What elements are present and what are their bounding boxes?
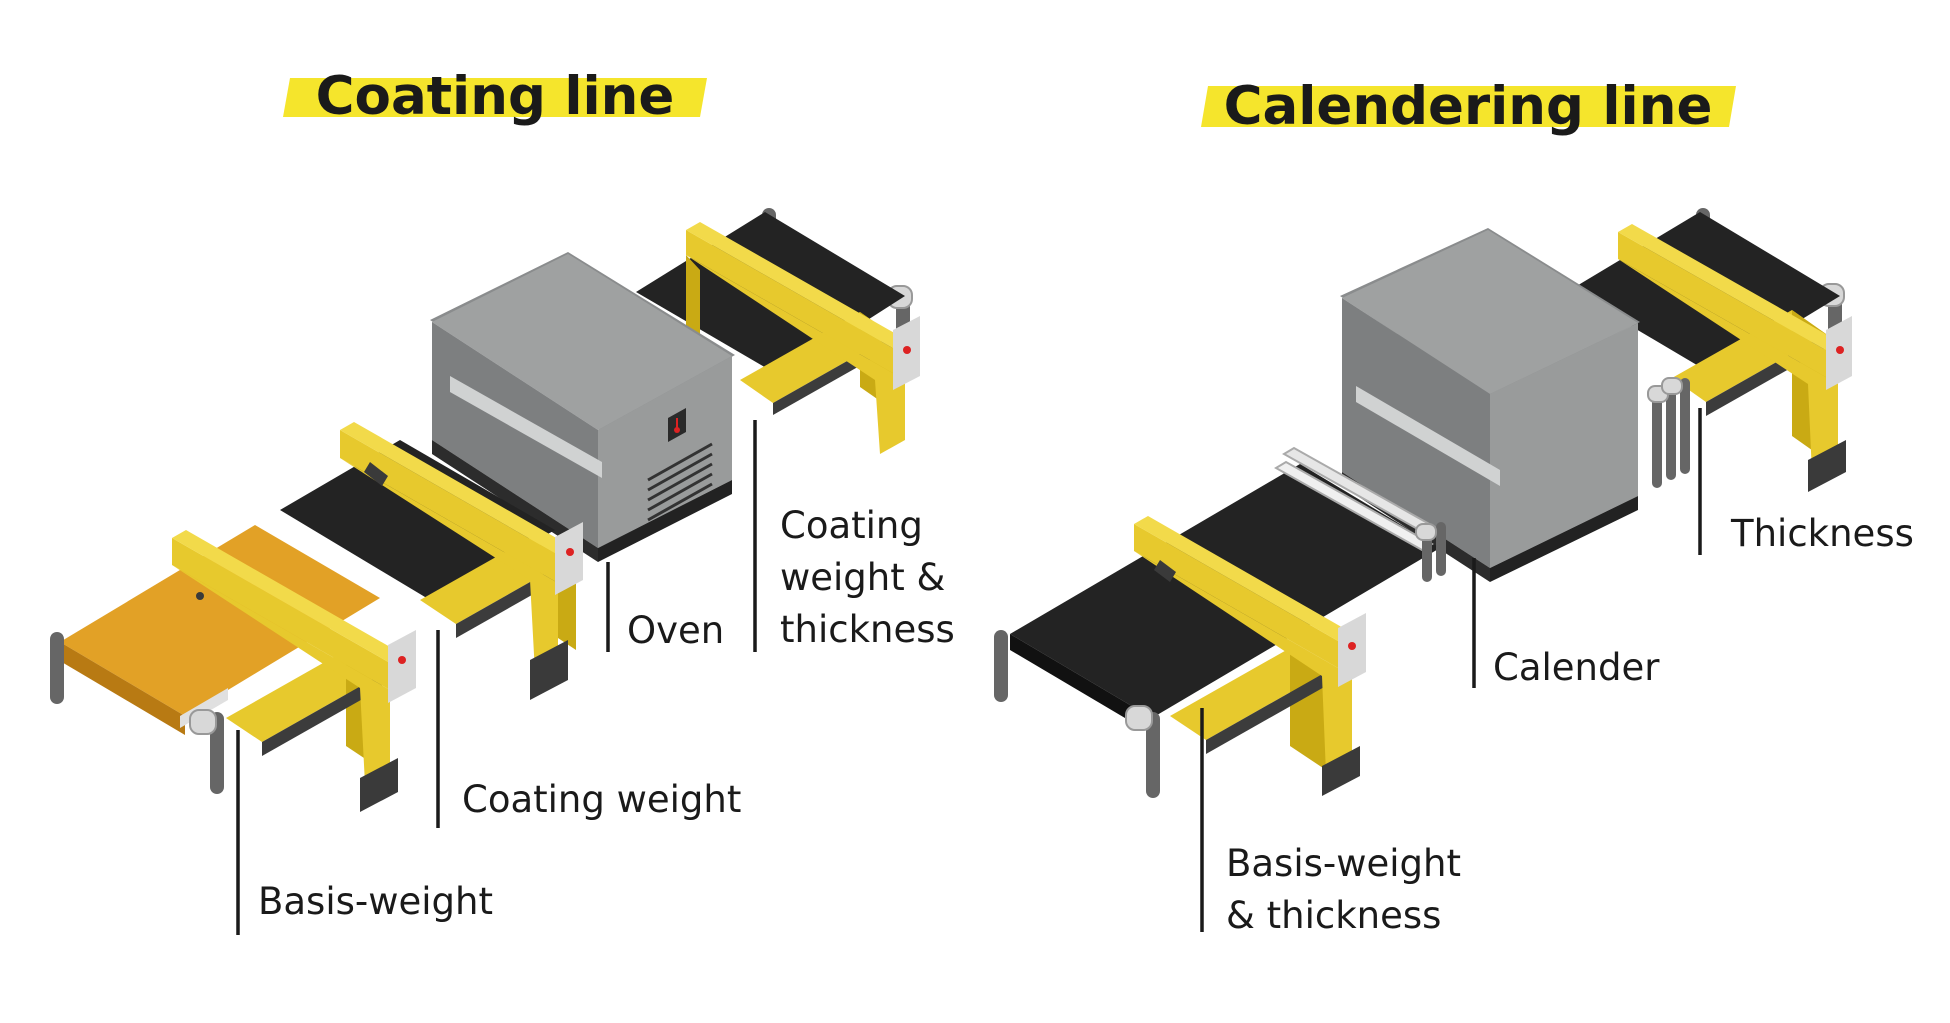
basis-weight-thickness-label-line-1: Basis-weight: [1226, 842, 1461, 885]
calender-label: Calender: [1493, 646, 1660, 689]
basis-weight-thickness-gauge: [1134, 516, 1366, 796]
oven-label: Oven: [627, 609, 724, 652]
coating-weight-thickness-label-line-1: Coating: [780, 504, 923, 547]
coating-weight-gauge: [340, 422, 583, 700]
calendering-front-roller: [994, 630, 1160, 798]
calendering-title-highlight: [1201, 86, 1736, 127]
thermometer-icon: [668, 408, 686, 442]
calendering-line-illustration: [994, 208, 1852, 798]
basis-weight-thickness-label-line-2: & thickness: [1226, 894, 1441, 937]
calender-rollers: [1274, 446, 1446, 582]
basis-weight-label: Basis-weight: [258, 880, 493, 923]
coating-belt-coated: [60, 525, 380, 716]
thickness-label: Thickness: [1730, 512, 1914, 555]
calender: [1340, 228, 1640, 582]
coating-belt-middle: [280, 440, 555, 600]
thickness-gauge: [1618, 224, 1852, 492]
coating-front-roller: [50, 632, 224, 794]
oven-vent-icon: [647, 442, 713, 522]
coating-title-highlight: [283, 78, 707, 117]
coating-line-illustration: [50, 208, 920, 812]
coating-line-title: Coating line: [316, 66, 675, 127]
basis-weight-gauge: [172, 530, 416, 812]
coating-weight-label: Coating weight: [462, 778, 741, 821]
coating-weight-thickness-gauge: [686, 222, 920, 454]
coating-weight-thickness-label-line-2: weight &: [780, 556, 945, 599]
oven: [430, 252, 735, 562]
calendering-line-title: Calendering line: [1224, 76, 1713, 137]
coating-weight-thickness-label-line-3: thickness: [780, 608, 955, 651]
calendering-rollers-back: [1647, 377, 1690, 488]
